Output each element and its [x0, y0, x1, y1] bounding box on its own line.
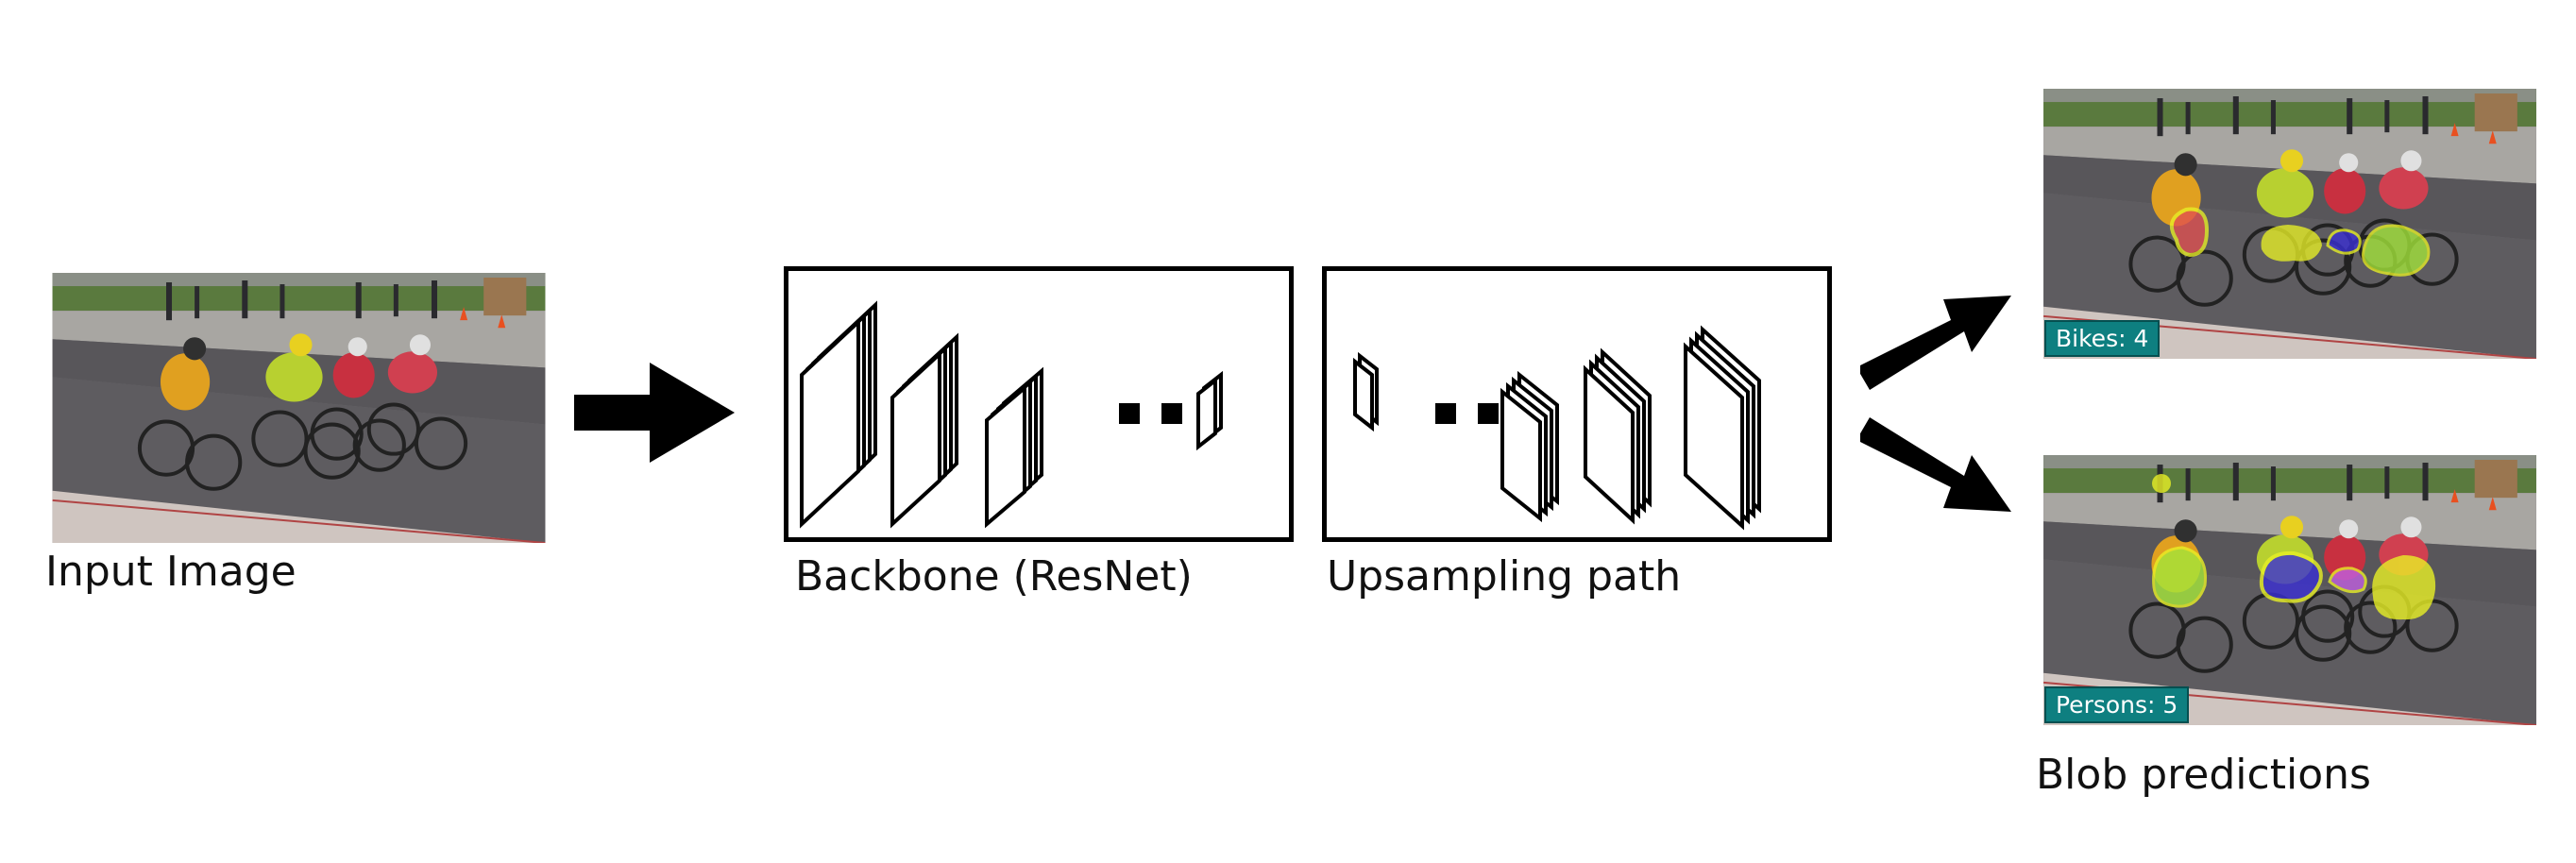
bikes-count-badge: Bikes: 4 — [2044, 320, 2161, 357]
blob-blue-person-shape — [2259, 550, 2323, 603]
upsampling-label: Upsampling path — [1327, 552, 1682, 601]
blob-small-yellow-shape — [2152, 474, 2171, 493]
persons-count-badge: Persons: 5 — [2044, 686, 2190, 723]
upsampling-layers-icon — [1353, 325, 1761, 531]
backbone-box — [784, 266, 1294, 542]
blob-yellow-shape — [2261, 225, 2322, 262]
arrow-right-icon — [574, 363, 735, 463]
persons-prediction-image: Persons: 5 — [2042, 455, 2537, 725]
backbone-layers-icon — [800, 300, 1223, 529]
blob-purple-person-shape — [2328, 567, 2367, 594]
arrow-up-right-icon — [1860, 296, 2011, 390]
blob-predictions-label: Blob predictions — [2036, 751, 2371, 799]
upsampling-box — [1322, 266, 1832, 542]
blob-green-shape — [2362, 224, 2431, 277]
blob-red-shape — [2169, 207, 2210, 258]
bikes-prediction-image: Bikes: 4 — [2042, 89, 2537, 359]
backbone-label: Backbone (ResNet) — [795, 552, 1193, 601]
blob-yellow-person-shape — [2372, 555, 2436, 620]
input-image — [52, 273, 546, 543]
blob-green-person-shape — [2152, 546, 2207, 608]
arrow-down-right-icon — [1860, 417, 2011, 512]
blob-blue-shape — [2326, 228, 2362, 255]
input-image-label: Input Image — [45, 548, 297, 596]
